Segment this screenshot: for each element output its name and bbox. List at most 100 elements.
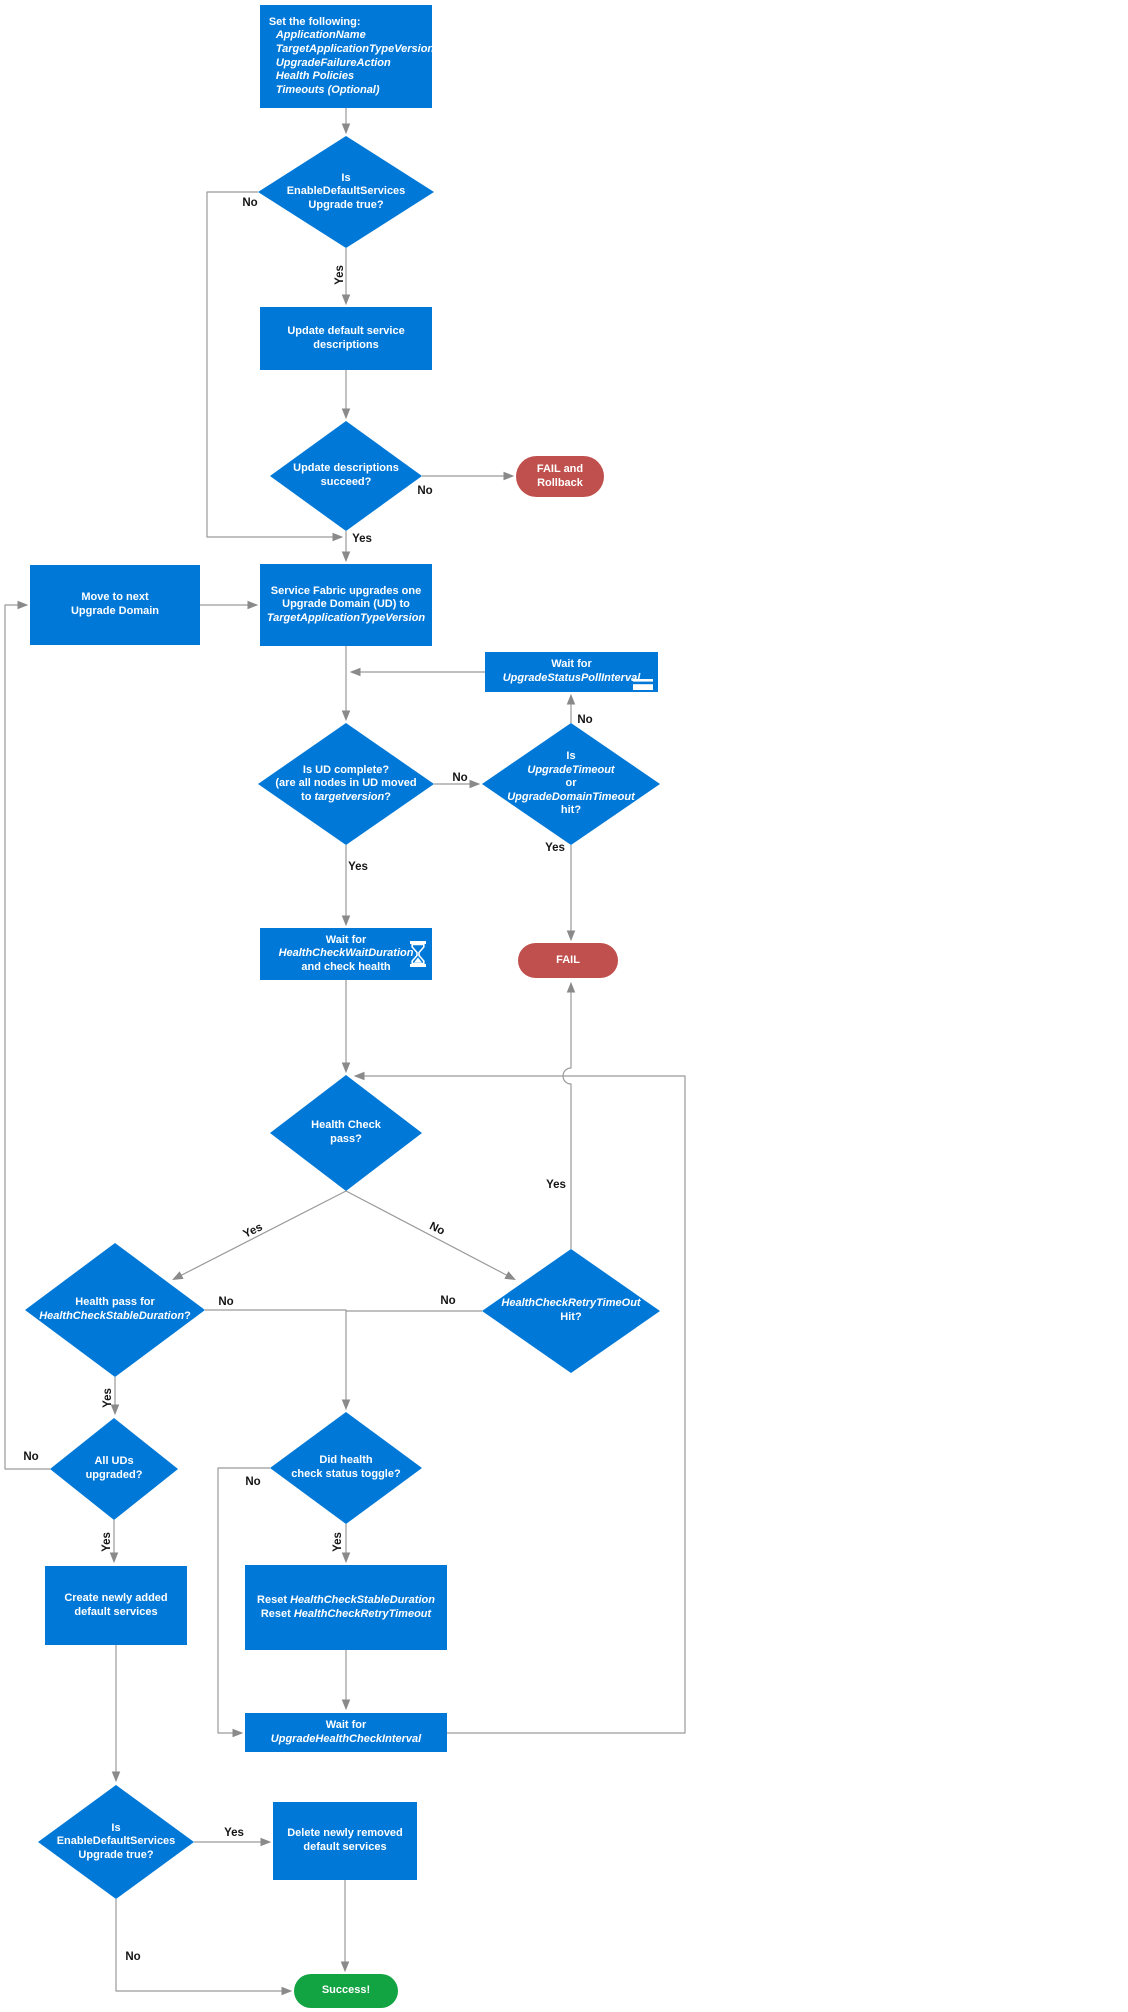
wait-bars-icon (633, 679, 653, 690)
edge-label-alluds-yes: Yes (101, 1532, 113, 1552)
node-text-segment: succeed? (320, 476, 372, 488)
node-text-segment: hit? (560, 804, 582, 817)
edge-label-udcomplete-yes: Yes (348, 861, 368, 873)
node-text-segment: descriptions (313, 338, 379, 351)
node-text-segment: pass? (330, 1133, 362, 1145)
edge-label-retry-yes: Yes (546, 1179, 566, 1191)
node-text-segment: Update default service (287, 324, 405, 337)
node-text-segment: HealthCheckWaitDuration (278, 947, 414, 960)
node-text-segment: Create newly added (64, 1591, 168, 1604)
node-text-segment: HealthCheckRetryTimeOut (501, 1297, 641, 1310)
node-text-segment: FAIL (556, 953, 580, 966)
node-text-segment: (are all nodes in UD moved (275, 777, 417, 790)
node-text-segment: Wait for (325, 933, 367, 946)
edge-label-succeed-no: No (417, 485, 433, 497)
node-text-segment: FAIL and (536, 462, 584, 475)
node-text: Is UD complete?(are all nodes in UD move… (258, 764, 434, 805)
node-success: Success! (294, 1974, 398, 2008)
node-text-segment: upgraded? (85, 1469, 143, 1481)
node-text: FAIL (518, 954, 618, 968)
node-text-segment: default services (74, 1605, 158, 1618)
edge-label-timeout-yes: Yes (545, 842, 565, 854)
node-text-segment: Is UD complete? (302, 763, 390, 776)
node-text-segment: Upgrade true? (78, 1848, 154, 1861)
node-fail: FAIL (518, 943, 618, 978)
node-text-segment: Upgrade Domain (UD) to (282, 598, 410, 611)
node-text-segment: TargetApplicationTypeVersion (266, 611, 426, 624)
node-text-segment: Reset (257, 1593, 291, 1606)
node-text-segment: Health pass for (75, 1296, 155, 1309)
node-text: Success! (294, 1984, 398, 1998)
node-text-segment: Reset (260, 1607, 294, 1620)
node-text-segment: default services (303, 1841, 387, 1853)
edge-label-stable-yes: Yes (102, 1388, 114, 1408)
node-text-segment: Wait for (551, 658, 592, 671)
edge-enable1-no (206, 191, 344, 542)
edge-label-enable1-yes: Yes (334, 265, 346, 285)
node-text-segment: UpgradeStatusPollInterval (502, 672, 641, 684)
node-text-segment: Rollback (537, 476, 583, 489)
edge-label-timeout-no: No (577, 714, 593, 726)
node-text-segment: Hit? (560, 1311, 582, 1323)
node-text-segment: to (301, 790, 315, 803)
node-text-segment: UpgradeFailureAction (275, 56, 391, 69)
node-text-segment: Is (566, 749, 576, 762)
edge-stable-no-to-toggle (205, 1309, 351, 1411)
node-text-segment: targetversion (314, 790, 385, 803)
edge-label-udcomplete-no: No (452, 772, 468, 784)
edge-pass-yes-diagonal (172, 1190, 347, 1280)
edge-label-toggle-no: No (245, 1476, 261, 1488)
edge-toggle-no (217, 1467, 270, 1738)
node-text-segment: UpgradeDomainTimeout (507, 790, 635, 803)
edge-label-stable-no: No (218, 1296, 234, 1308)
node-text-segment: ? (184, 1310, 191, 1322)
edge-interval-loop-back (353, 1071, 686, 1734)
node-text-segment: or (565, 777, 577, 790)
edge-label-toggle-yes: Yes (332, 1532, 344, 1552)
node-text-segment: Is (341, 171, 351, 184)
edge-label-alluds-no: No (23, 1451, 39, 1463)
node-text-segment: UpgradeHealthCheckInterval (270, 1732, 422, 1745)
node-text-segment: Move to next (81, 591, 149, 604)
edge-alluds-no-loop (4, 600, 50, 1470)
node-text-segment: EnableDefaultServices (56, 1835, 176, 1848)
edge-label-enable2-yes: Yes (224, 1827, 244, 1839)
node-text-segment: Upgrade true? (308, 198, 384, 211)
edge-label-retry-no: No (440, 1295, 456, 1307)
edge-retry-yes-to-fail (562, 981, 576, 1249)
node-text-segment: ? (384, 790, 391, 803)
hourglass-icon (409, 940, 427, 968)
node-text-segment: Health Check (311, 1119, 381, 1132)
edge-label-succeed-yes: Yes (352, 533, 372, 545)
node-text-segment: HealthCheckStableDuration (39, 1310, 185, 1322)
node-text-segment: and check health (301, 960, 391, 973)
node-text-segment: HealthCheckRetryTimeout (293, 1607, 432, 1620)
node-text-segment: Upgrade Domain (70, 605, 159, 617)
node-text-segment: UpgradeTimeout (527, 763, 615, 776)
